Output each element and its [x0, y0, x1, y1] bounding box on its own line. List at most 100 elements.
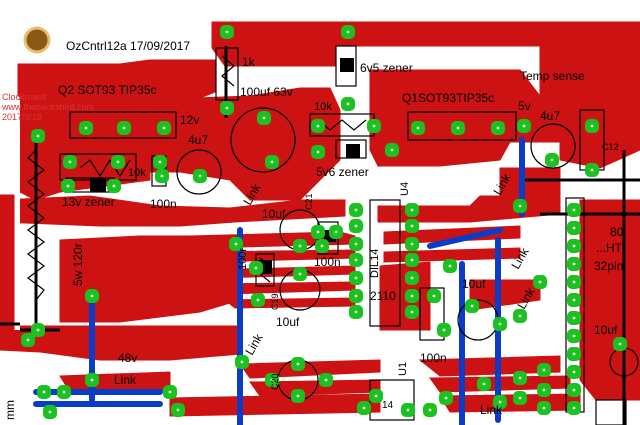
c20-label: C20	[270, 373, 280, 390]
pic-a-label: 80	[610, 225, 624, 239]
pad-drill-hole	[354, 294, 358, 298]
pad-drill-hole	[496, 126, 500, 130]
pad-drill-hole	[390, 148, 394, 152]
r120-label: 5w 120r	[71, 243, 85, 286]
pad-drill-hole	[66, 184, 70, 188]
pad-drill-hole	[262, 116, 266, 120]
u14-label: 14	[382, 400, 394, 411]
pad-drill-hole	[320, 244, 324, 248]
pad-drill-hole	[542, 388, 546, 392]
c10uf-c-label: 10uf	[462, 277, 486, 291]
pad-drill-hole	[518, 204, 522, 208]
c4u7-a-label: 4u7	[188, 133, 208, 147]
pad-drill-hole	[168, 390, 172, 394]
c100n-b-label: 100n	[314, 255, 341, 269]
pad-drill-hole	[410, 208, 414, 212]
watermark-line-3: 2017/9/18	[2, 112, 42, 122]
pad-drill-hole	[482, 382, 486, 386]
pad-drill-hole	[522, 124, 526, 128]
c10uf-b-label: 10uf	[276, 315, 300, 329]
pad-drill-hole	[354, 242, 358, 246]
pad-drill-hole	[410, 242, 414, 246]
pad-drill-hole	[298, 244, 302, 248]
black-traces	[0, 46, 640, 425]
pad-drill-hole	[296, 394, 300, 398]
mm-label: mm	[3, 400, 17, 420]
zener5v6-label: 5v6 zener	[316, 165, 369, 179]
pad-drill-hole	[84, 126, 88, 130]
c19-label: C19	[270, 293, 280, 310]
pad-drill-hole	[410, 258, 414, 262]
pad-drill-hole	[498, 322, 502, 326]
board-title: OzCntrl12a 17/09/2017	[66, 39, 190, 53]
c4u7-b-label: 4u7	[540, 109, 560, 123]
temp-label: Temp sense	[520, 69, 585, 83]
r1k-label: 1k	[242, 55, 256, 69]
pad-drill-hole	[254, 266, 258, 270]
pad-drill-hole	[518, 396, 522, 400]
link-g-label: Link	[480, 403, 503, 417]
mounting-hole	[23, 26, 51, 54]
pad-drill-hole	[240, 360, 244, 364]
r10k-a-label: 10k	[314, 101, 332, 113]
pad-drill-hole	[346, 102, 350, 106]
pad-drill-hole	[416, 126, 420, 130]
pad-drill-hole	[572, 334, 576, 338]
u1-label: U1	[397, 362, 409, 376]
c10uf-a-label: 10uf	[262, 207, 286, 221]
pad-drill-hole	[316, 124, 320, 128]
pad-drill-hole	[68, 160, 72, 164]
pad-drill-hole	[572, 262, 576, 266]
c100n-c-label: 100n	[420, 351, 447, 365]
zener6v5-label: 6v5 zener	[360, 61, 413, 75]
pad-drill-hole	[90, 378, 94, 382]
pad-drill-hole	[362, 406, 366, 410]
pad-drill-hole	[410, 224, 414, 228]
pad-drill-hole	[590, 124, 594, 128]
pad-drill-hole	[572, 208, 576, 212]
pad-drill-hole	[62, 390, 66, 394]
pad-drill-hole	[406, 408, 410, 412]
pad-drill-hole	[346, 30, 350, 34]
pad-drill-hole	[572, 406, 576, 410]
pad-drill-hole	[572, 244, 576, 248]
pad-drill-hole	[270, 160, 274, 164]
pad-drill-hole	[572, 388, 576, 392]
pad-drill-hole	[542, 368, 546, 372]
pad-drill-hole	[354, 224, 358, 228]
pad-drill-hole	[374, 394, 378, 398]
pad-drill-hole	[36, 328, 40, 332]
v5-label: 5v	[518, 99, 531, 113]
pad-drill-hole	[354, 208, 358, 212]
watermark-line-1: Clockmanfr	[2, 92, 48, 102]
pad-drill-hole	[234, 242, 238, 246]
pad-drill-hole	[518, 314, 522, 318]
pad-drill-hole	[296, 362, 300, 366]
pad-drill-hole	[116, 160, 120, 164]
q1-label: Q1SOT93TIP35c	[402, 91, 494, 105]
pad-drill-hole	[112, 184, 116, 188]
pad-drill-hole	[572, 352, 576, 356]
pad-drill-hole	[518, 376, 522, 380]
zener13v-label: 13v zener	[62, 195, 115, 209]
r10k-b-label: 10k	[128, 167, 146, 179]
pad-drill-hole	[498, 400, 502, 404]
link-e-label: Link	[242, 331, 266, 358]
pad-drill-hole	[158, 160, 162, 164]
c10uf-d-label: 10uf	[594, 323, 618, 337]
pad-drill-hole	[372, 124, 376, 128]
pad-drill-hole	[572, 316, 576, 320]
pad-drill-hole	[572, 280, 576, 284]
c100n-a-label: 100n	[150, 197, 177, 211]
pad-drill-hole	[122, 126, 126, 130]
pad-drill-hole	[432, 294, 436, 298]
pad-drill-hole	[410, 310, 414, 314]
pad-drill-hole	[354, 258, 358, 262]
pad-drill-hole	[256, 298, 260, 302]
pad-drill-hole	[198, 174, 202, 178]
pad-drill-hole	[90, 294, 94, 298]
pad-drill-hole	[572, 370, 576, 374]
watermark-line-2: www.thebackshed.com	[1, 102, 94, 112]
pad-drill-hole	[618, 342, 622, 346]
